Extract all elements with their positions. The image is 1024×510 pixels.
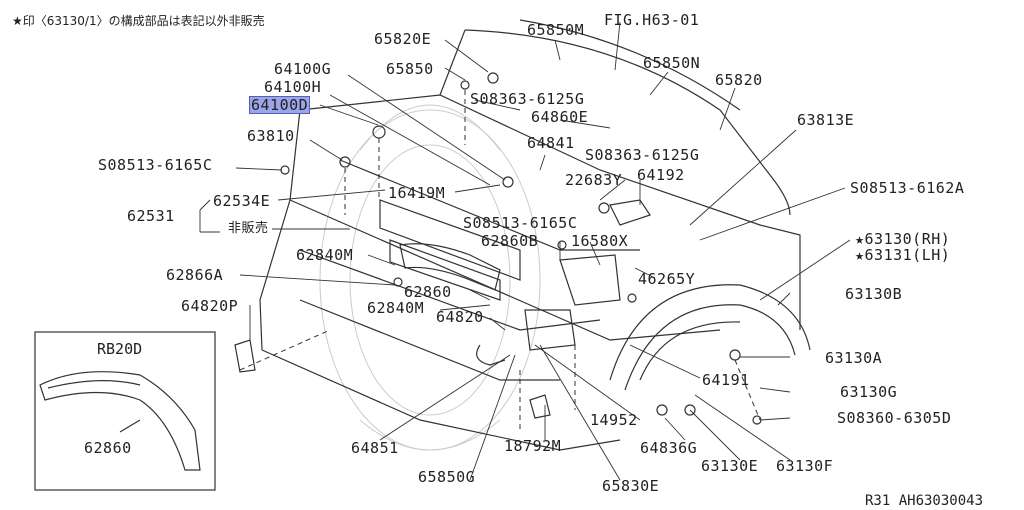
screw-label: S08513-6165C <box>98 156 213 174</box>
part-label: 62866A <box>166 266 224 284</box>
part-label: 62840M <box>296 246 354 264</box>
part-label: 62531 <box>127 207 175 225</box>
part-label: 65850N <box>643 54 701 72</box>
inset-part-label: 62860 <box>84 439 132 457</box>
part-label: 63130A <box>825 349 883 367</box>
part-label: 64841 <box>527 134 575 152</box>
part-label: 63130G <box>840 383 898 401</box>
part-label: 62860B <box>481 232 539 250</box>
part-label-highlighted[interactable]: 64100D <box>249 96 311 114</box>
part-label: 63130E <box>701 457 759 475</box>
part-label: 16419M <box>388 184 446 202</box>
part-label: 65820 <box>715 71 763 89</box>
screw-label: S08363-6125G <box>470 90 585 108</box>
screw-label: S08360-6305D <box>837 409 952 427</box>
part-label: 65850G <box>418 468 476 486</box>
part-label: 63810 <box>247 127 295 145</box>
part-label: 62860 <box>404 283 452 301</box>
part-label: 64100H <box>264 78 322 96</box>
part-label: 65850 <box>386 60 434 78</box>
inset-title: RB20D <box>97 340 143 358</box>
part-label: 64100G <box>274 60 332 78</box>
part-label: 46265Y <box>638 270 696 288</box>
part-label: 22683Y <box>565 171 623 189</box>
footer-code: R31 AH63030043 <box>865 493 984 509</box>
part-label: 64851 <box>351 439 399 457</box>
part-label: 64860E <box>531 108 589 126</box>
part-label: 64191 <box>702 371 750 389</box>
part-label: 63130B <box>845 285 903 303</box>
part-label: 14952 <box>590 411 638 429</box>
part-label: 64820P <box>181 297 239 315</box>
part-label: 65830E <box>602 477 660 495</box>
not-for-sale-label: 非販売 <box>228 221 269 236</box>
part-label: 64820 <box>436 308 484 326</box>
part-label: 62534E <box>213 192 271 210</box>
screw-label: S08513-6162A <box>850 179 965 197</box>
part-label: 18792M <box>504 437 562 455</box>
part-label: 65820E <box>374 30 432 48</box>
screw-label: S08363-6125G <box>585 146 700 164</box>
part-label: ★63131(LH) <box>855 246 951 264</box>
part-label: 16580X <box>571 232 629 250</box>
part-label: 62840M <box>367 299 425 317</box>
part-label: 65850M <box>527 21 585 39</box>
part-label: 63130F <box>776 457 834 475</box>
part-label: 64836G <box>640 439 698 457</box>
part-label: ★63130(RH) <box>855 230 951 248</box>
figure-reference: FIG.H63-01 <box>604 11 700 29</box>
screw-label: S08513-6165C <box>463 214 578 232</box>
part-label: 64192 <box>637 166 685 184</box>
note-text: ★印〈63130/1〉の構成部品は表記以外非販売 <box>12 14 265 28</box>
part-label: 63813E <box>797 111 855 129</box>
